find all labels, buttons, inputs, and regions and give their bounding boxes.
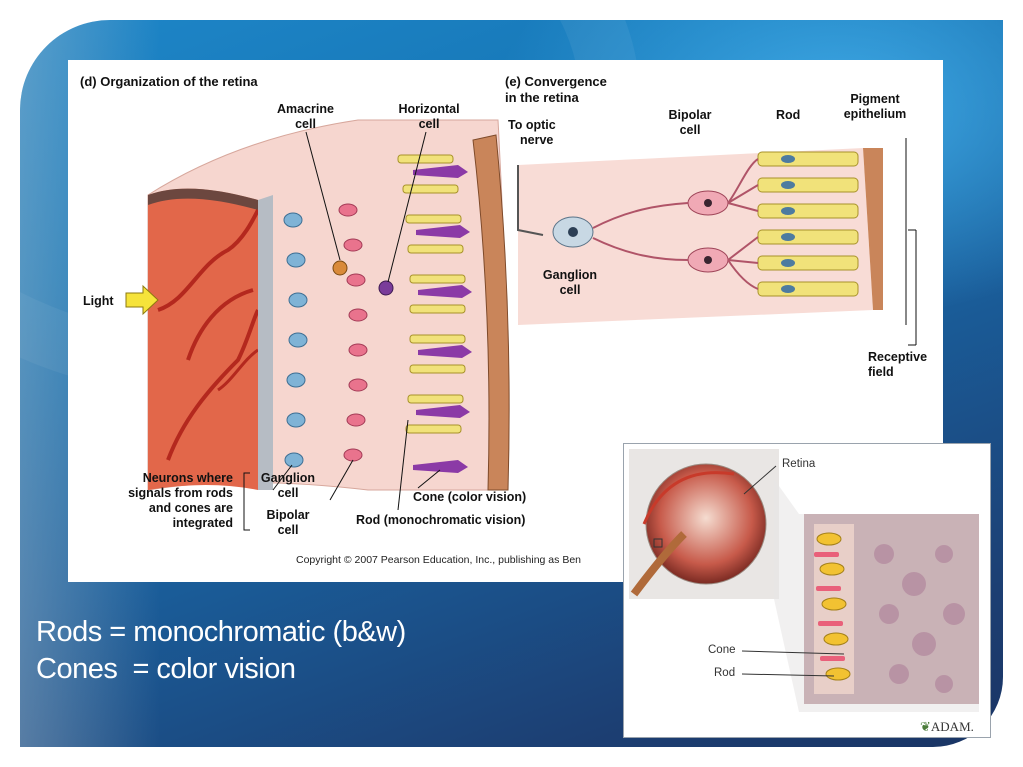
label-cone-color-vision: Cone (color vision) [413,490,527,504]
retina-organization-illustration [125,119,917,531]
label-rod-monochromatic: Rod (monochromatic vision) [356,513,526,527]
slide-caption: Rods = monochromatic (b&w) Cones = color… [36,614,406,688]
caption-line-rods: Rods = monochromatic (b&w) [36,616,406,648]
adam-logo: ❦ADAM. [920,719,974,734]
leaf-icon: ❦ [920,719,931,734]
eye-inset-panel: Retina Cone Rod ❦ADAM. [623,443,991,738]
inset-label-rod: Rod [714,667,736,679]
label-light: Light [83,294,114,308]
eye-cross-section-illustration [624,444,990,737]
label-rod-e: Rod [776,108,801,122]
inset-label-cone: Cone [708,644,736,656]
copyright-notice: Copyright © 2007 Pearson Education, Inc.… [296,554,581,566]
retina-figure-panel: (d) Organization of the retina [68,60,943,582]
figure-d-title: (d) Organization of the retina [80,74,258,89]
caption-line-cones: Cones = color vision [36,653,296,685]
inset-label-retina: Retina [782,458,816,470]
